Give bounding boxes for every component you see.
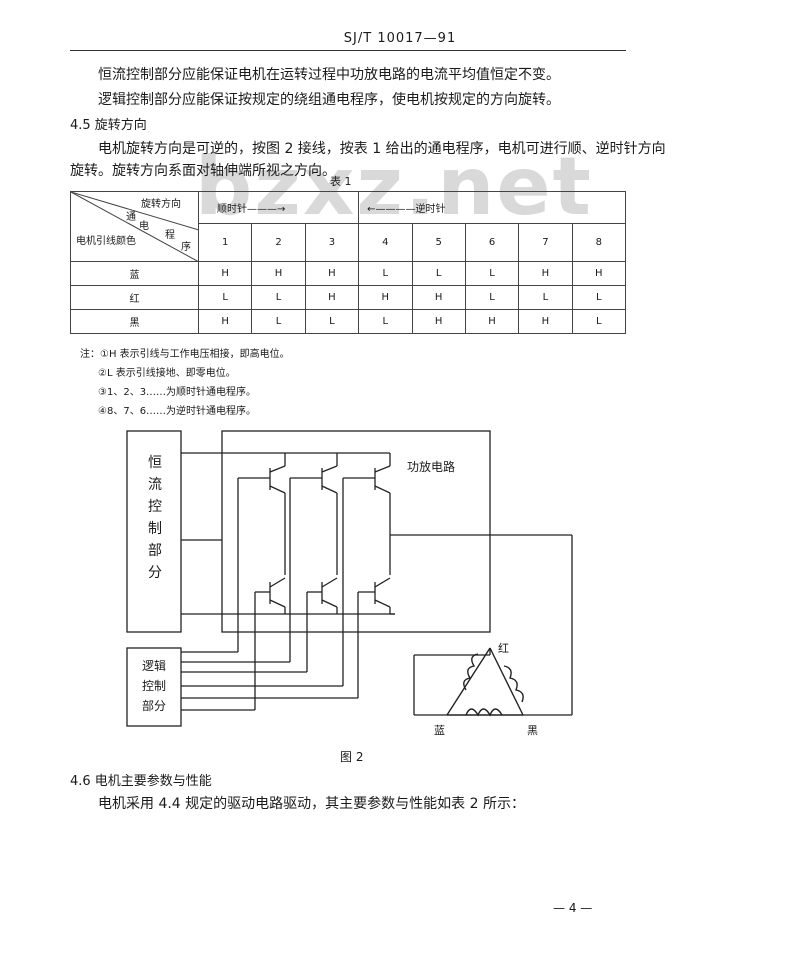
- header-cheng: 程: [165, 230, 175, 241]
- table-row: 红 L L H H H L L L: [70, 285, 627, 310]
- clockwise-label: 顺时针———→: [197, 191, 360, 224]
- paragraph: 恒流控制部分应能保证电机在运转过程中功放电路的电流平均值恒定不变。: [98, 67, 560, 83]
- transistor-leg-3: [342, 453, 391, 698]
- cell: H: [197, 309, 253, 334]
- header-lead-color: 电机引线颜色: [76, 236, 136, 247]
- lead-red-label: 红: [498, 642, 509, 655]
- cell: L: [571, 309, 627, 334]
- cell: H: [464, 309, 520, 334]
- cell: H: [411, 285, 466, 310]
- step-number: 3: [304, 223, 360, 262]
- page-number: — 4 —: [553, 901, 593, 915]
- step-number: 8: [571, 223, 627, 262]
- label-line: 逻辑: [141, 659, 166, 673]
- paragraph: 旋转。旋转方向系面对轴伸端所视之方向。: [70, 163, 336, 179]
- diagonal-lines: [71, 192, 199, 262]
- transistor-leg-1: [237, 453, 286, 636]
- label-char: 流: [148, 477, 162, 493]
- sequence-table: 旋转方向 通 电 程 序 电机引线颜色 顺时针———→ ←————逆时针 1 2…: [70, 191, 627, 334]
- cell: L: [518, 285, 573, 310]
- label-char: 控: [148, 499, 162, 515]
- header-xu: 序: [181, 242, 191, 253]
- transistor-leg-2: [289, 453, 338, 672]
- motor-winding: [446, 647, 524, 717]
- table-row: 黑 H L L L H H H L: [70, 309, 627, 334]
- step-number: 6: [464, 223, 520, 262]
- cell: L: [464, 261, 520, 286]
- constant-current-label: 恒 流 控 制 部 分: [145, 452, 165, 584]
- header-tong: 通: [126, 212, 136, 223]
- cell: L: [251, 285, 306, 310]
- cell: L: [411, 261, 466, 286]
- lead-blue-label: 蓝: [434, 724, 445, 737]
- label-line: 部分: [141, 699, 166, 713]
- table-note: ③1、2、3……为顺时针通电程序。: [98, 387, 257, 398]
- label-char: 恒: [148, 455, 162, 471]
- paragraph: 逻辑控制部分应能保证按规定的绕组通电程序，使电机按规定的方向旋转。: [98, 92, 560, 108]
- power-amp-label: 功放电路: [407, 460, 456, 474]
- header-dian: 电: [139, 221, 149, 232]
- cell: L: [358, 261, 413, 286]
- paragraph: 电机采用 4.4 规定的驱动电路驱动，其主要参数与性能如表 2 所示：: [98, 796, 525, 812]
- table-caption: 表 1: [330, 175, 352, 188]
- lead-color: 红: [70, 285, 199, 310]
- cell: L: [251, 309, 306, 334]
- header-rotation: 旋转方向: [141, 199, 181, 210]
- logic-control-label: 逻辑 控制 部分: [131, 656, 177, 716]
- paragraph: 电机旋转方向是可逆的，按图 2 接线，按表 1 给出的通电程序，电机可进行顺、逆…: [98, 141, 666, 157]
- section-heading: 4.6 电机主要参数与性能: [70, 774, 212, 789]
- diagonal-header-cell: 旋转方向 通 电 程 序 电机引线颜色: [70, 191, 199, 262]
- cell: H: [518, 309, 573, 334]
- label-char: 制: [148, 521, 162, 537]
- label-line: 控制: [141, 679, 166, 693]
- lead-black-label: 黑: [527, 724, 538, 737]
- figure-caption: 图 2: [340, 750, 364, 764]
- circuit-wiring: [126, 430, 573, 727]
- table-note: ④8、7、6……为逆时针通电程序。: [98, 406, 257, 417]
- table-note: 注：①H 表示引线与工作电压相接，即高电位。: [80, 349, 290, 360]
- table-note: ②L 表示引线接地、即零电位。: [98, 368, 236, 379]
- table-row: 蓝 H H H L L L H H: [70, 261, 627, 286]
- cell: L: [571, 285, 627, 310]
- label-char: 部: [148, 543, 162, 559]
- header-rule: [70, 50, 626, 51]
- cell: H: [251, 261, 306, 286]
- lead-color: 蓝: [70, 261, 199, 286]
- label-char: 分: [148, 565, 162, 581]
- cell: H: [197, 261, 253, 286]
- document-header: SJ/T 10017—91: [343, 31, 457, 46]
- section-heading: 4.5 旋转方向: [70, 118, 147, 133]
